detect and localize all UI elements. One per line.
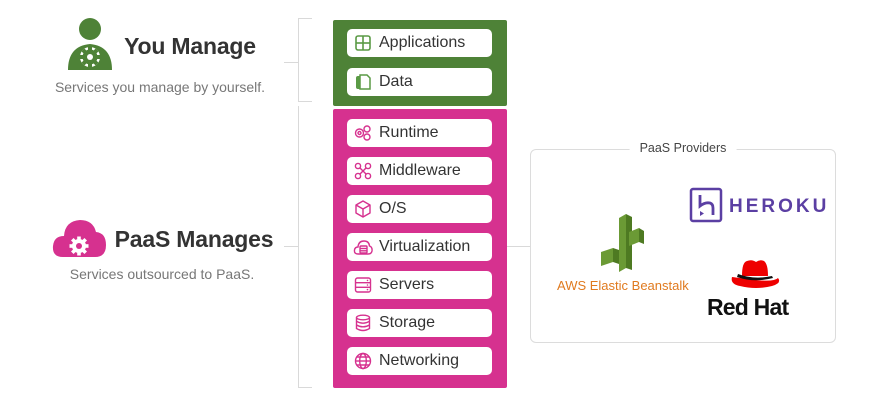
item-label: Data <box>379 73 413 90</box>
you-manage-connector <box>284 62 298 63</box>
aws-beanstalk-logo <box>601 214 644 272</box>
redhat-wordmark: Red Hat <box>707 294 789 320</box>
you-manage-panel: Applications Data <box>333 20 507 106</box>
item-label: Networking <box>379 352 460 369</box>
stack-item-data: Data <box>347 68 492 96</box>
cube-icon <box>355 200 371 218</box>
paas-providers-box: PaaS Providers AWS Elastic Beanstalk HER… <box>530 141 836 343</box>
you-manage-group: You Manage Services you manage by yourse… <box>38 16 282 95</box>
paas-manages-subtitle: Services outsourced to PaaS. <box>69 266 255 282</box>
network-nodes-icon <box>354 162 372 180</box>
stack-item-runtime: Runtime <box>347 119 492 147</box>
cloud-server-icon <box>353 240 373 255</box>
you-manage-subtitle: Services you manage by yourself. <box>54 79 266 95</box>
grid-icon <box>355 35 371 51</box>
providers-connector <box>507 246 530 247</box>
user-gear-icon <box>64 16 116 77</box>
documents-icon <box>356 74 371 90</box>
you-manage-bracket <box>298 18 312 102</box>
stack-item-virtualization: Virtualization <box>347 233 492 261</box>
database-icon <box>355 314 371 332</box>
redhat-logo <box>731 260 780 288</box>
item-label: Runtime <box>379 124 439 141</box>
you-manage-title: You Manage <box>124 33 256 59</box>
stack-item-applications: Applications <box>347 29 492 57</box>
stack-item-middleware: Middleware <box>347 157 492 185</box>
aws-beanstalk-label: AWS Elastic Beanstalk <box>557 278 689 293</box>
stack-item-storage: Storage <box>347 309 492 337</box>
item-label: Servers <box>379 276 435 293</box>
gears-icon <box>354 125 371 141</box>
stack-item-os: O/S <box>347 195 492 223</box>
cloud-gear-icon <box>51 215 107 264</box>
paas-manages-panel: Runtime Middleware O/S Vir <box>333 109 507 388</box>
item-label: Storage <box>379 314 436 331</box>
paas-manages-connector <box>284 246 298 247</box>
stack-item-networking: Networking <box>347 347 492 375</box>
paas-manages-group: PaaS Manages Services outsourced to PaaS… <box>46 215 278 282</box>
heroku-logo <box>689 187 723 223</box>
item-label: Virtualization <box>379 238 471 255</box>
paas-manages-bracket <box>298 106 312 388</box>
providers-title: PaaS Providers <box>629 141 737 155</box>
globe-icon <box>354 352 372 370</box>
stack-item-servers: Servers <box>347 271 492 299</box>
server-rack-icon <box>354 277 372 293</box>
item-label: Middleware <box>379 162 461 179</box>
heroku-wordmark: HEROKU <box>729 196 830 217</box>
item-label: O/S <box>379 200 407 217</box>
paas-manages-title: PaaS Manages <box>114 226 274 252</box>
item-label: Applications <box>379 34 466 51</box>
